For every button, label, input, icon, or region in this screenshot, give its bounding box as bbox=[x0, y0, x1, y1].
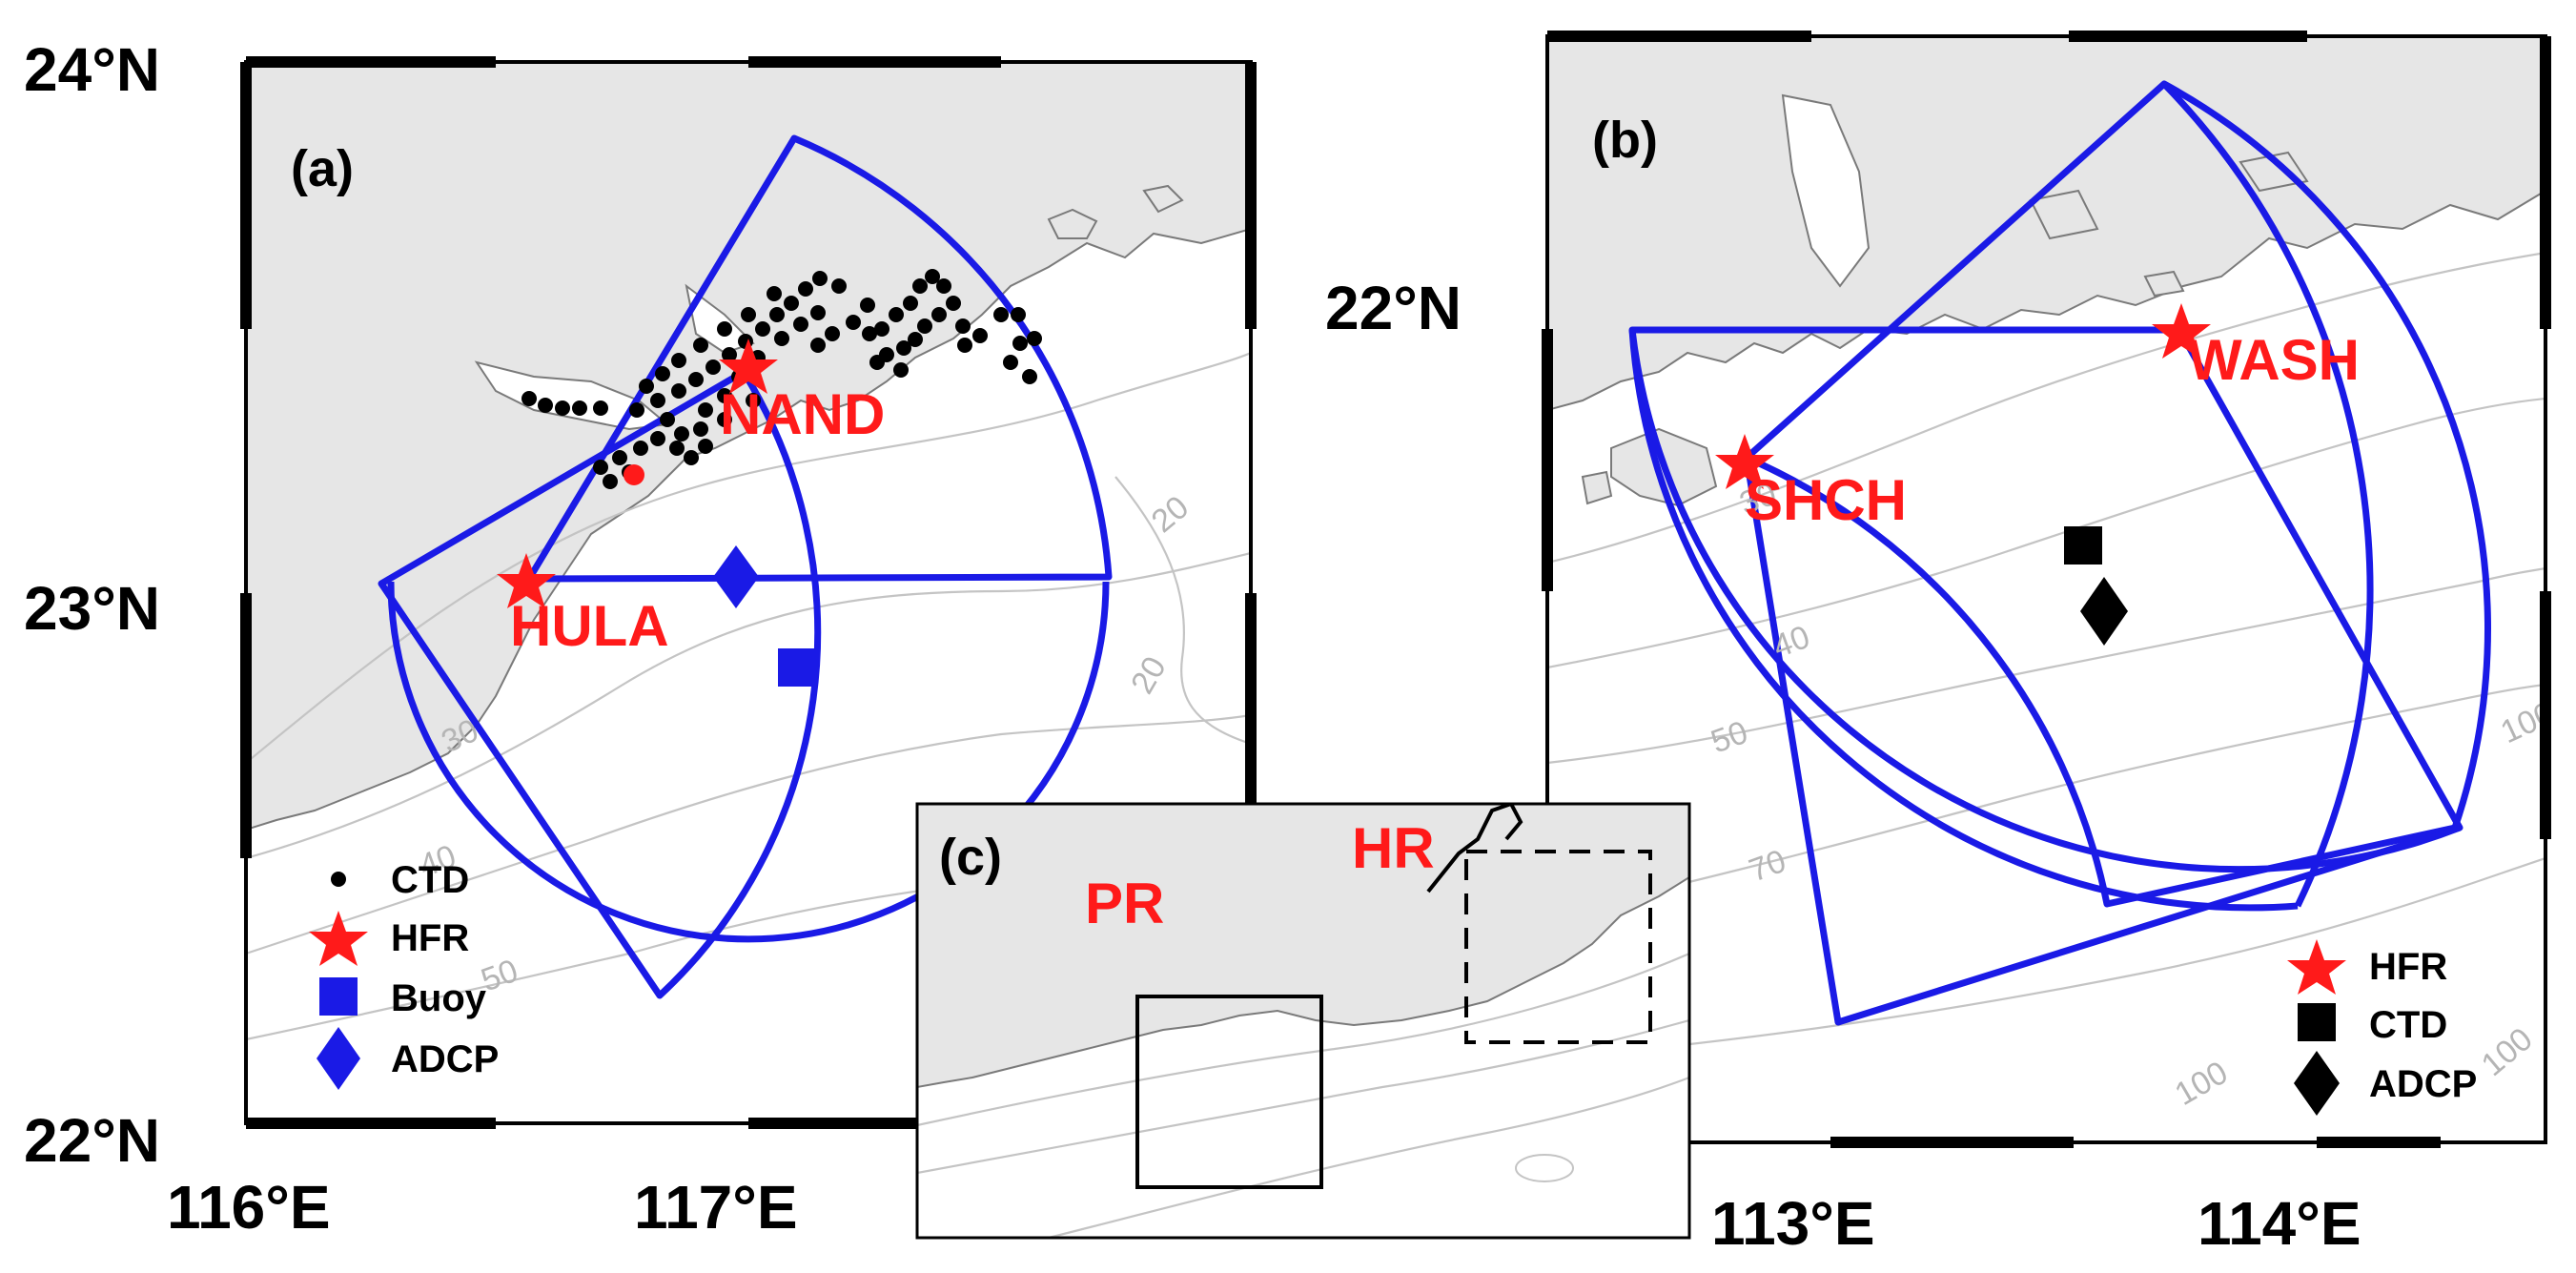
legend-adcp-symbol bbox=[317, 1027, 360, 1090]
panel-b-island bbox=[2143, 270, 2185, 298]
panel-c-frame bbox=[915, 802, 1691, 1240]
panel-a-land bbox=[246, 62, 1251, 832]
panel-a-bay bbox=[685, 283, 755, 355]
buoy-marker bbox=[778, 648, 816, 687]
hfr-star-hula bbox=[497, 553, 556, 608]
axis-label-22n-a: 22°N bbox=[24, 1106, 160, 1175]
isobath-20-a bbox=[246, 351, 1251, 764]
province-border bbox=[1426, 804, 1523, 893]
region-label-pr: PR bbox=[1085, 872, 1164, 935]
site-label-nand: NAND bbox=[720, 382, 885, 446]
axis-label-22n-b: 22°N bbox=[1325, 274, 1462, 342]
coverage-wash bbox=[1628, 326, 2299, 912]
axis-label-117e: 117°E bbox=[634, 1173, 798, 1242]
legend-ctd-label-b: CTD bbox=[2369, 1004, 2447, 1046]
panel-b-bay bbox=[1781, 93, 1871, 288]
hfr-star-wash bbox=[2152, 303, 2211, 359]
legend-b: HFR CTD ADCP bbox=[2287, 939, 2477, 1116]
legend-hfr-symbol bbox=[309, 911, 368, 966]
axis-label-114e: 114°E bbox=[2198, 1189, 2361, 1258]
panel-b-island bbox=[1581, 470, 1613, 505]
panel-b-island bbox=[2029, 189, 2099, 240]
hfr-star-shch bbox=[1715, 434, 1774, 489]
axis-label-23n: 23°N bbox=[24, 574, 160, 643]
panel-c: PR HR (c) bbox=[915, 802, 1691, 1240]
coverage-big-arc bbox=[1628, 329, 2462, 873]
axis-label-116e: 116°E bbox=[167, 1173, 331, 1242]
isobath-40-b bbox=[1547, 397, 2545, 669]
legend-hfr-symbol-b bbox=[2287, 939, 2346, 995]
coverage-shch bbox=[1743, 80, 2492, 908]
panel-c-isobath bbox=[917, 952, 1689, 1127]
panel-c-isobath bbox=[1048, 1076, 1689, 1238]
isobath-100-b bbox=[1547, 856, 2545, 1060]
legend-buoy-label: Buoy bbox=[391, 977, 487, 1019]
legend-adcp-label-b: ADCP bbox=[2369, 1063, 2477, 1105]
coverage-arc-a bbox=[387, 581, 1110, 943]
region-label-hr: HR bbox=[1352, 816, 1435, 880]
panel-label-b: (b) bbox=[1592, 112, 1658, 169]
coverage-outer-arc bbox=[2161, 81, 2374, 908]
isobath-40-a bbox=[246, 713, 1251, 955]
legend-buoy-symbol bbox=[319, 977, 358, 1016]
ctd-marker-b bbox=[2064, 526, 2102, 565]
legend-ctd-symbol bbox=[331, 872, 346, 887]
isobath-70-b bbox=[1547, 683, 2545, 917]
coverage-wash-fan bbox=[1743, 328, 2464, 1026]
study-area-pr-box bbox=[1135, 995, 1323, 1189]
adcp-marker-a bbox=[713, 545, 759, 608]
panel-c-land bbox=[917, 804, 1689, 1089]
ctd-stations-a bbox=[521, 269, 1042, 489]
panel-label-c: (c) bbox=[939, 829, 1002, 886]
panel-b: 30 40 50 70 100 100 100 WASH SHCH (b) HF… bbox=[1325, 31, 2551, 1258]
axis-label-113e: 113°E bbox=[1711, 1189, 1875, 1258]
hfr-star-nand bbox=[719, 339, 778, 394]
panel-c-seamount bbox=[1515, 1154, 1574, 1182]
study-area-hr-box bbox=[1464, 850, 1652, 1044]
legend-adcp-symbol-b bbox=[2294, 1051, 2340, 1116]
panel-a-island bbox=[1142, 184, 1184, 214]
panel-a-island bbox=[1047, 208, 1098, 239]
legend-hfr-label-b: HFR bbox=[2369, 946, 2447, 988]
isobath-30-a bbox=[246, 551, 1251, 860]
axis-label-24n: 24°N bbox=[24, 35, 160, 104]
isobath-30-b bbox=[1547, 251, 2545, 565]
legend-ctd-label: CTD bbox=[391, 859, 469, 901]
legend-adcp-label: ADCP bbox=[391, 1038, 499, 1080]
legend-a: CTD HFR Buoy ADCP bbox=[309, 859, 499, 1090]
panel-label-a: (a) bbox=[291, 140, 354, 197]
isobath-50-b bbox=[1547, 566, 2545, 765]
panel-b-border-ticks bbox=[1542, 31, 2551, 1148]
adcp-marker-b bbox=[2080, 577, 2128, 646]
site-label-hula: HULA bbox=[510, 594, 669, 658]
site-label-wash: WASH bbox=[2188, 328, 2360, 392]
panel-a: 20 20 30 40 50 NAND HULA (a) CTD HFR Buo… bbox=[24, 35, 1257, 1242]
ctd-highlight bbox=[624, 464, 644, 485]
coverage-nand bbox=[378, 368, 822, 999]
panel-a-border-ticks bbox=[240, 56, 1257, 1129]
site-label-shch: SHCH bbox=[1745, 468, 1907, 532]
legend-ctd-symbol-b bbox=[2298, 1003, 2336, 1041]
legend-hfr-label: HFR bbox=[391, 917, 469, 959]
